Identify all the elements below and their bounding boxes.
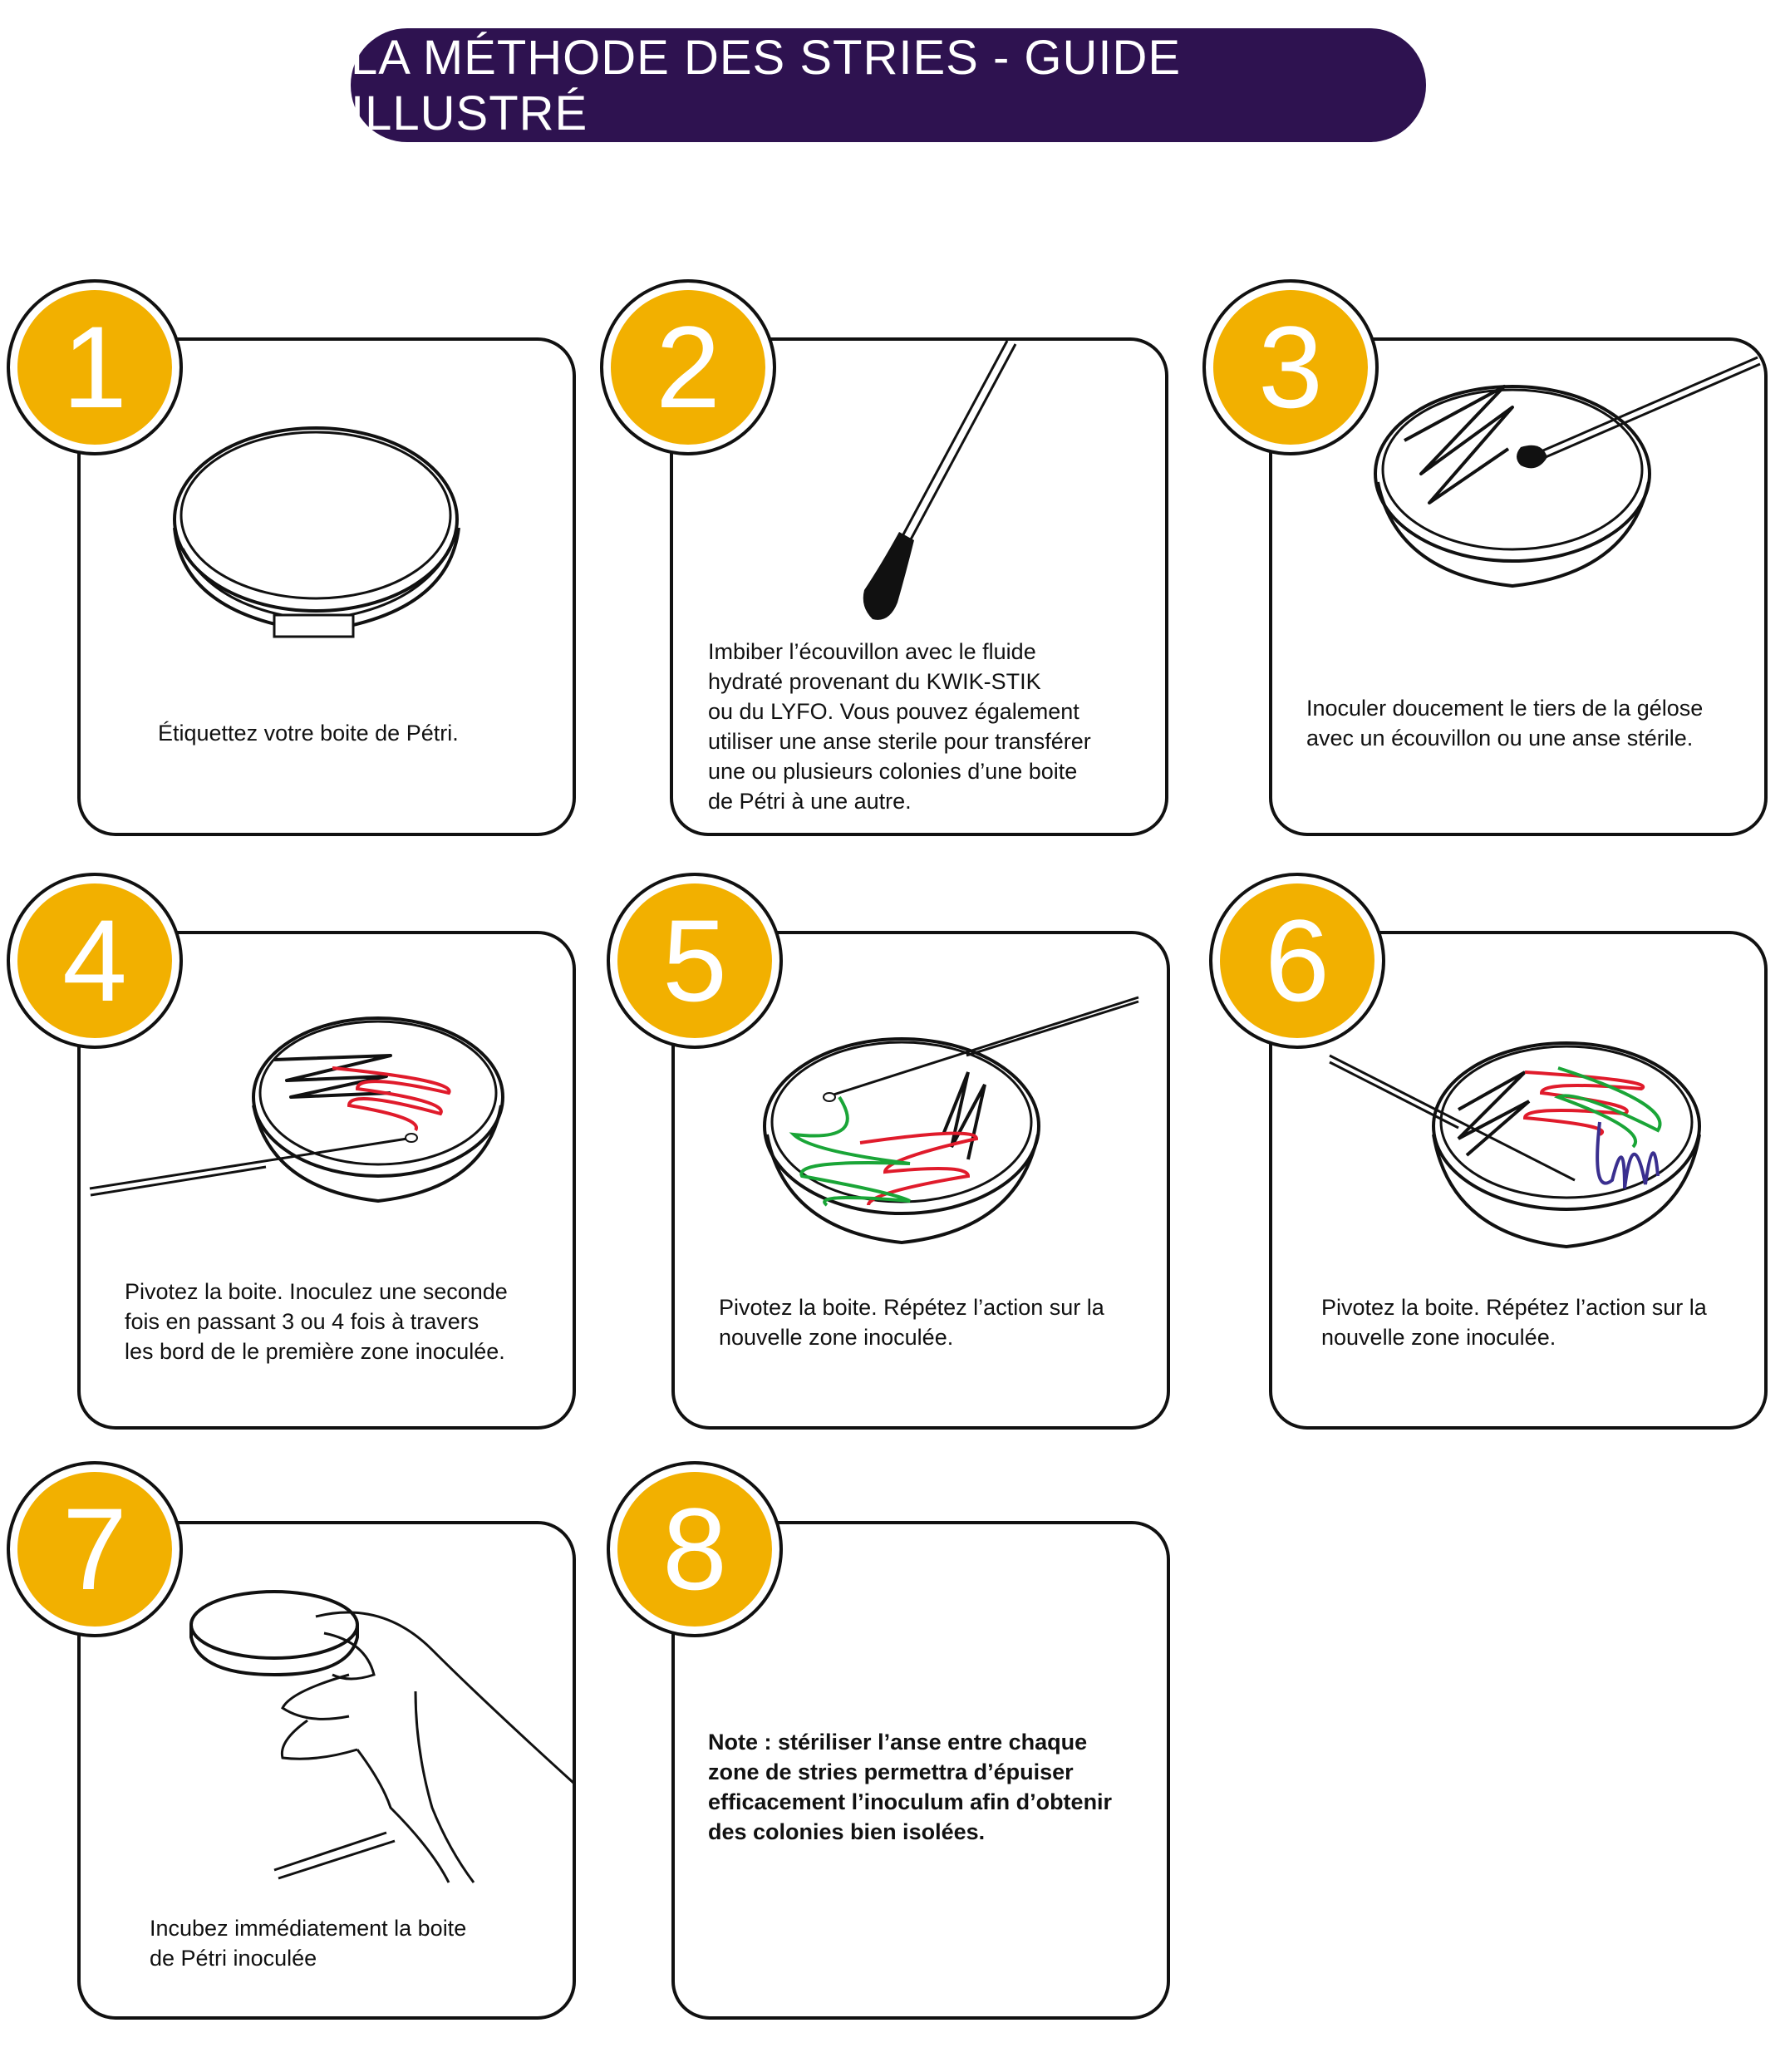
step-number-7: 7 bbox=[17, 1472, 172, 1627]
step-number-1: 1 bbox=[17, 290, 172, 445]
hand-holding-dish-icon bbox=[189, 1590, 575, 1883]
step-number-2: 2 bbox=[611, 290, 765, 445]
step-text-2: Imbiber l’écouvillon avec le fluide hydr… bbox=[708, 639, 1091, 814]
step-text-3: Inoculer doucement le tiers de la gélose… bbox=[1306, 696, 1704, 751]
step-text-4: Pivotez la boite. Inoculez une seconde f… bbox=[125, 1279, 508, 1364]
labeled-petri-dish-icon bbox=[173, 426, 460, 638]
swab-streak-icon bbox=[1374, 356, 1761, 588]
step-text-8: Note : stériliser l’anse entre chaque zo… bbox=[708, 1730, 1113, 1844]
step-text-5: Pivotez la boite. Répétez l’action sur l… bbox=[719, 1295, 1104, 1350]
swab-icon bbox=[863, 340, 1017, 620]
step-number-5: 5 bbox=[617, 883, 772, 1038]
step-number-6: 6 bbox=[1220, 883, 1374, 1038]
step-text-1: Étiquettez votre boite de Pétri. bbox=[158, 721, 459, 746]
fourth-streak-icon bbox=[1329, 1041, 1701, 1249]
step-number-8: 8 bbox=[617, 1472, 772, 1627]
second-streak-icon bbox=[89, 1016, 504, 1203]
step-number-4: 4 bbox=[17, 883, 172, 1038]
step-text-7: Incubez immédiatement la boite de Pétri … bbox=[150, 1916, 467, 1971]
step-text-6: Pivotez la boite. Répétez l’action sur l… bbox=[1321, 1295, 1707, 1350]
third-streak-icon bbox=[763, 996, 1139, 1245]
page-title: LA MÉTHODE DES STRIES - GUIDE ILLUSTRÉ bbox=[351, 28, 1426, 142]
step-number-3: 3 bbox=[1213, 290, 1368, 445]
step-card-4 bbox=[77, 931, 576, 1430]
